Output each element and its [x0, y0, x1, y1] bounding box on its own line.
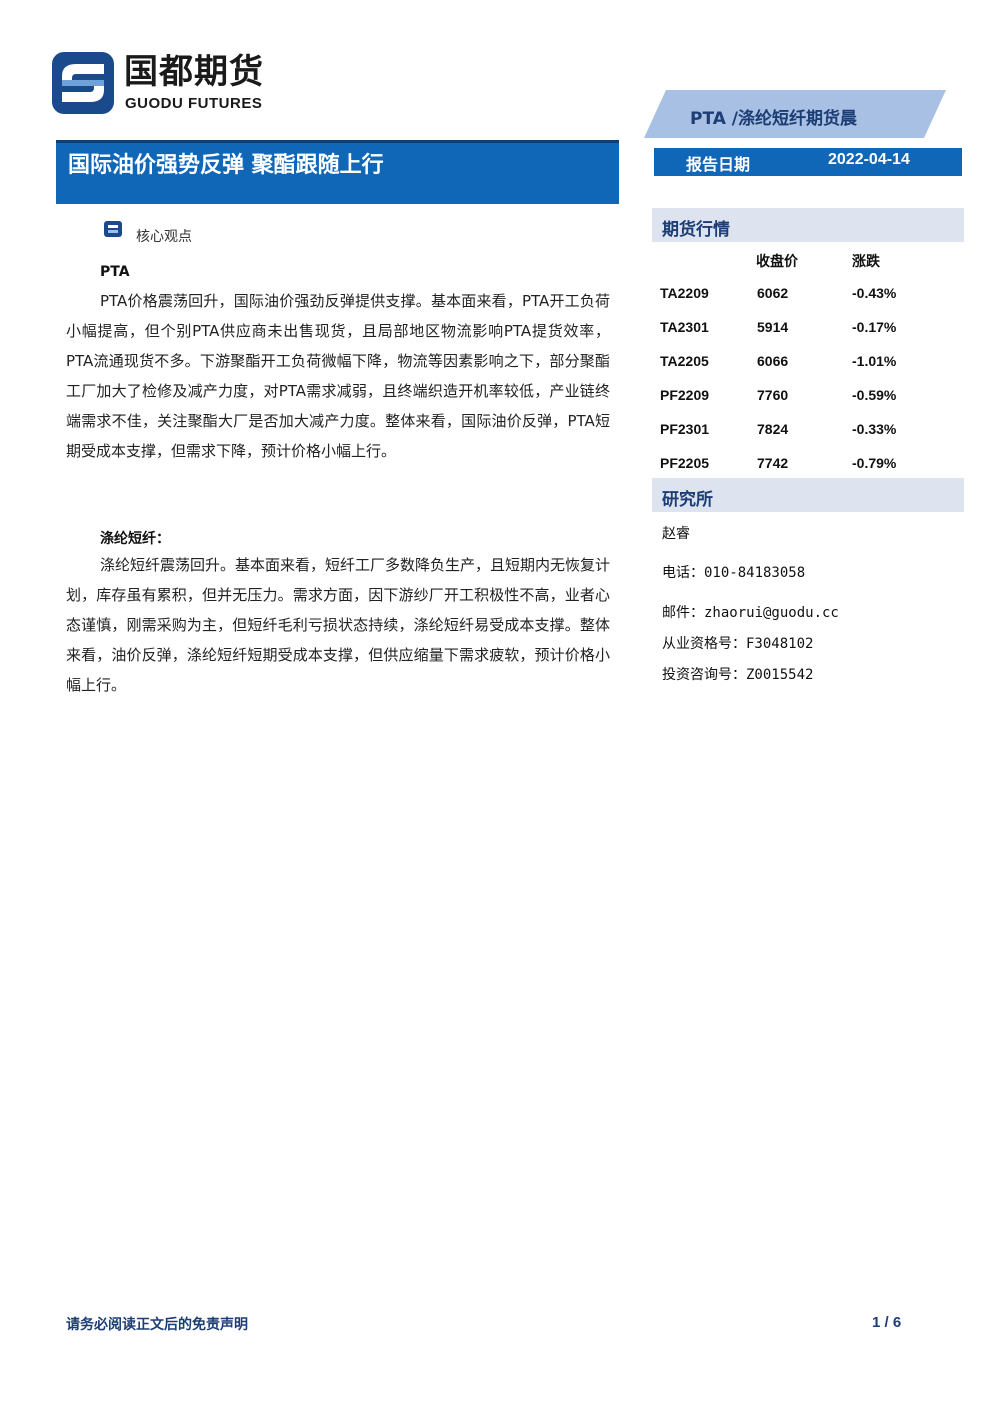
row-code: TA2209: [660, 285, 709, 301]
row-code: TA2205: [660, 353, 709, 369]
report-type-banner: [644, 90, 946, 138]
report-date-value: 2022-04-14: [828, 151, 910, 168]
analyst-license: 从业资格号：F3048102: [662, 636, 814, 652]
logo-cn-text: 国都期货: [124, 52, 264, 92]
disclaimer-notice: 请务必阅读正文后的免责声明: [66, 1317, 248, 1333]
pf-heading: 涤纶短纤：: [100, 531, 170, 547]
row-code: PF2205: [660, 455, 710, 471]
row-change: -0.33%: [852, 421, 897, 437]
core-view-icon: [104, 221, 122, 237]
pta-paragraph: PTA价格震荡回升，国际油价强劲反弹提供支撑。基本面来看，PTA开工负荷小幅提高…: [66, 292, 610, 460]
row-close: 5914: [757, 319, 789, 335]
page-title: 国际油价强势反弹 聚酯跟随上行: [68, 153, 384, 178]
report-type-label: PTA /涤纶短纤期货晨: [690, 109, 858, 129]
row-code: TA2301: [660, 319, 709, 335]
core-view-label: 核心观点: [136, 229, 192, 245]
row-close: 7742: [757, 455, 789, 471]
market-section-title: 期货行情: [662, 220, 730, 240]
row-change: -0.43%: [852, 285, 897, 301]
pta-heading: PTA: [100, 264, 130, 280]
row-close: 6062: [757, 285, 789, 301]
row-close: 7760: [757, 387, 789, 403]
row-change: -0.79%: [852, 455, 897, 471]
report-date-box: [654, 148, 962, 176]
col-close-header: 收盘价: [756, 254, 798, 270]
row-change: -1.01%: [852, 353, 897, 369]
market-section-header: [652, 208, 964, 242]
report-date-label: 报告日期: [686, 155, 751, 174]
page-number: 1 / 6: [872, 1314, 902, 1331]
row-code: PF2209: [660, 387, 710, 403]
research-section-header: [652, 478, 964, 512]
analyst-email[interactable]: 邮件：zhaorui@guodu.cc: [662, 605, 839, 621]
row-change: -0.17%: [852, 319, 897, 335]
row-change: -0.59%: [852, 387, 897, 403]
guodu-logo-icon: [52, 52, 114, 114]
title-bar-border: [56, 140, 619, 143]
col-change-header: 涨跌: [852, 254, 880, 270]
analyst-phone: 电话：010-84183058: [662, 565, 806, 581]
pf-paragraph: 涤纶短纤震荡回升。基本面来看，短纤工厂多数降负生产，且短期内无恢复计划，库存虽有…: [66, 556, 611, 694]
title-bar: [56, 140, 619, 204]
analyst-name: 赵睿: [662, 526, 690, 542]
research-section-title: 研究所: [662, 490, 713, 510]
analyst-consult-id: 投资咨询号：Z0015542: [662, 667, 814, 683]
row-close: 7824: [757, 421, 789, 437]
row-close: 6066: [757, 353, 789, 369]
row-code: PF2301: [660, 421, 710, 437]
logo-en-text: GUODU FUTURES: [125, 95, 263, 112]
